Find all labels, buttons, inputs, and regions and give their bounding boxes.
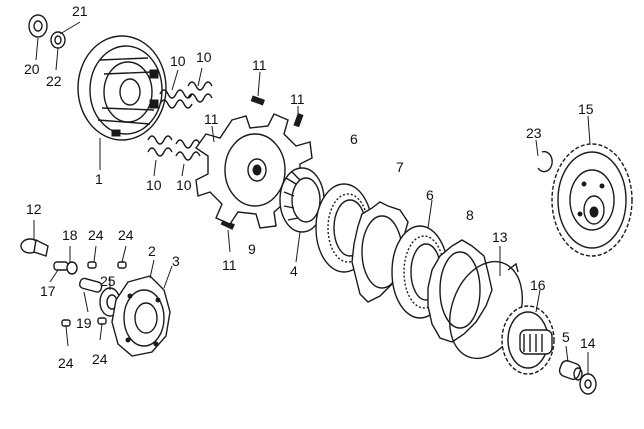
callout-11-d: 11	[222, 257, 237, 273]
callout-labels: 21 20 22 1 10 10 10 10 11 11 11 11 9 4 6…	[24, 3, 596, 371]
part-11-pin-right	[293, 113, 304, 128]
part-24-screw-b	[117, 261, 127, 269]
callout-14: 14	[580, 335, 596, 351]
callout-3: 3	[172, 253, 180, 269]
callout-6-b: 6	[426, 187, 434, 203]
callout-1: 1	[95, 171, 103, 187]
callout-15: 15	[578, 101, 594, 117]
callout-22: 22	[46, 73, 62, 89]
leader-lines	[33, 21, 591, 374]
callout-17: 17	[40, 283, 56, 299]
callout-25: 25	[100, 273, 116, 289]
callout-10-b: 10	[196, 49, 212, 65]
part-5-bushing	[558, 360, 583, 381]
part-15-driven-gear	[551, 143, 633, 257]
part-17-pin	[53, 261, 69, 271]
part-10-spring-upper-right	[187, 81, 213, 103]
part-12-adjuster-screw	[20, 238, 49, 257]
part-18-nut	[66, 261, 78, 275]
callout-10-a: 10	[170, 53, 186, 69]
part-24-screw-d	[97, 317, 107, 325]
callout-19: 19	[76, 315, 92, 331]
callout-24-a: 24	[88, 227, 104, 243]
callout-16: 16	[530, 277, 546, 293]
callout-5: 5	[562, 329, 570, 345]
callout-12: 12	[26, 201, 42, 217]
callout-13: 13	[492, 229, 508, 245]
part-22-washer	[50, 31, 66, 49]
callout-18: 18	[62, 227, 78, 243]
part-24-screw-a	[87, 261, 97, 269]
callout-9: 9	[248, 241, 256, 257]
part-11-pin-top	[250, 95, 265, 106]
callout-6-a: 6	[350, 131, 358, 147]
callout-24-b: 24	[118, 227, 134, 243]
callout-24-c: 24	[58, 355, 74, 371]
callout-11-b: 11	[290, 91, 305, 107]
part-8-pressure-plate	[427, 239, 493, 343]
callout-11-a: 11	[252, 57, 267, 73]
part-2-housing	[111, 275, 171, 357]
callout-10-c: 10	[146, 177, 162, 193]
part-10-spring-lower-left	[147, 135, 173, 157]
callout-23: 23	[526, 125, 542, 141]
callout-2: 2	[148, 243, 156, 259]
callout-21: 21	[72, 3, 88, 19]
callout-4: 4	[290, 263, 298, 279]
part-19-shaft	[78, 277, 103, 293]
part-10-spring-upper-left	[159, 89, 193, 109]
callout-7: 7	[396, 159, 404, 175]
part-10-spring-lower-right	[175, 139, 201, 161]
callout-8: 8	[466, 207, 474, 223]
part-1-clutch-drum	[77, 35, 167, 141]
part-24-screw-c	[61, 319, 71, 327]
part-20-nut	[28, 14, 48, 38]
part-23-circlip	[537, 150, 553, 173]
callout-11-c: 11	[204, 111, 219, 127]
callout-24-d: 24	[92, 351, 108, 367]
part-14-washer	[579, 373, 597, 395]
callout-10-d: 10	[176, 177, 192, 193]
callout-20: 20	[24, 61, 40, 77]
part-16-drive-gear	[501, 305, 555, 375]
